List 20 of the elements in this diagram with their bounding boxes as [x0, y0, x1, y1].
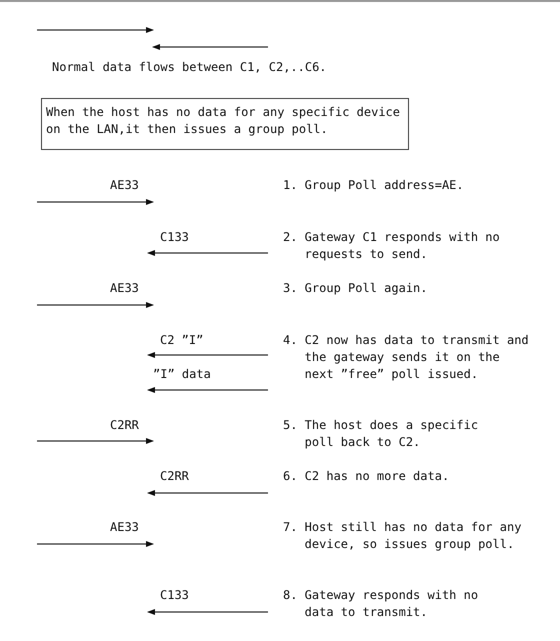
- message-label: C2RR: [160, 468, 189, 485]
- message-label: C2RR: [110, 417, 139, 434]
- step-description: 1. Group Poll address=AE.: [283, 177, 465, 194]
- step-description: 6. C2 has no more data.: [283, 468, 450, 485]
- message-label: ”I” data: [153, 366, 211, 383]
- note-text: When the host has no data for any specific device on the LAN,it then issues a group poll.: [46, 104, 402, 138]
- step-description: 8. Gateway responds with no data to transmit.: [283, 587, 480, 621]
- step-description: 4. C2 now has data to transmit and the gateway sends it on the next ”free” poll issued.: [283, 332, 529, 383]
- note-box: [41, 98, 409, 150]
- message-label: AE33: [110, 519, 139, 536]
- message-label: C2 ”I”: [160, 332, 204, 349]
- step-description: 5. The host does a specific poll back to C2.: [283, 417, 480, 451]
- caption-text: Normal data flows between C1, C2,..C6.: [52, 59, 327, 76]
- message-label: AE33: [110, 280, 139, 297]
- step-description: 7. Host still has no data for any device, so issues group poll.: [283, 519, 522, 553]
- message-label: AE33: [110, 177, 139, 194]
- step-description: 2. Gateway C1 responds with no requests to send.: [283, 229, 501, 263]
- step-description: 3. Group Poll again.: [283, 280, 428, 297]
- message-label: C133: [160, 229, 189, 246]
- message-label: C133: [160, 587, 189, 604]
